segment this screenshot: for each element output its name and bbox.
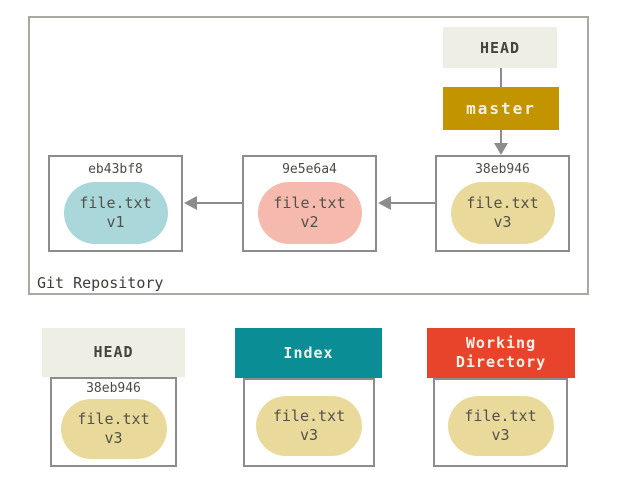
- file-name: file.txt: [273, 194, 346, 213]
- master-branch-box: master: [443, 87, 559, 130]
- file-version: v1: [106, 213, 125, 231]
- file-version: v2: [300, 213, 319, 231]
- area-body-head: 38eb946 file.txt v3: [50, 377, 177, 467]
- file-version: v3: [104, 429, 123, 447]
- commit-box-eb43bf8: eb43bf8 file.txt v1: [48, 155, 183, 252]
- file-version: v3: [299, 426, 319, 444]
- file-version: v3: [493, 213, 512, 231]
- area-body-working-directory: file.txt v3: [433, 378, 568, 467]
- commit-box-9e5e6a4: 9e5e6a4 file.txt v2: [242, 155, 377, 252]
- file-name: file.txt: [272, 407, 346, 426]
- file-snapshot-blob: file.txt v3: [60, 399, 167, 459]
- commit3-to-commit2-arrowhead-icon: [378, 196, 391, 210]
- git-repository-label: Git Repository: [37, 274, 164, 292]
- file-snapshot-blob: file.txt v3: [447, 396, 554, 456]
- area-header-index: Index: [235, 328, 382, 378]
- file-snapshot-blob: file.txt v3: [450, 182, 555, 244]
- commit2-to-commit1-arrowhead-icon: [184, 196, 197, 210]
- commit-hash: 9e5e6a4: [282, 162, 337, 177]
- area-header-head: HEAD: [42, 328, 185, 377]
- commit3-to-commit2-arrow-line: [389, 202, 435, 204]
- file-version: v3: [491, 426, 510, 444]
- master-to-commit-arrowhead-icon: [494, 143, 508, 155]
- commit-hash: 38eb946: [475, 162, 530, 177]
- file-snapshot-blob: file.txt v2: [257, 182, 362, 244]
- file-name: file.txt: [464, 407, 537, 426]
- commit-hash: eb43bf8: [88, 162, 143, 177]
- file-name: file.txt: [79, 194, 152, 213]
- file-name: file.txt: [77, 410, 150, 429]
- area-body-index: file.txt v3: [243, 378, 375, 467]
- head-to-master-connector: [500, 68, 502, 87]
- file-name: file.txt: [466, 194, 539, 213]
- head-pointer-box: HEAD: [443, 27, 557, 68]
- commit-box-38eb946: 38eb946 file.txt v3: [435, 155, 570, 252]
- commit-hash: 38eb946: [86, 381, 141, 396]
- commit2-to-commit1-arrow-line: [196, 202, 242, 204]
- file-snapshot-blob: file.txt v3: [256, 396, 362, 456]
- file-snapshot-blob: file.txt v1: [63, 182, 168, 244]
- master-to-commit-arrow-line: [500, 130, 502, 144]
- area-header-working-directory: Working Directory: [427, 328, 575, 378]
